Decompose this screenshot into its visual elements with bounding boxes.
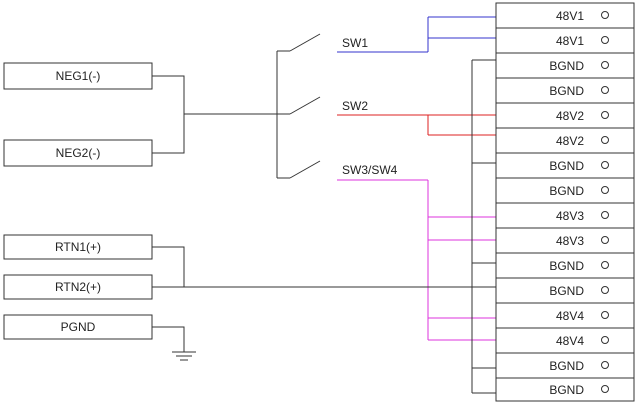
terminal-bgnd-7-label: BGND — [549, 359, 584, 373]
ground-symbol-icon — [172, 351, 196, 361]
terminal-rtn1-label: RTN1(+) — [55, 240, 101, 254]
sw1-wiring — [337, 16, 496, 53]
terminal-neg1-label: NEG1(-) — [56, 69, 101, 83]
terminal-48v4-a: 48V4 — [495, 302, 635, 329]
terminal-48v4-a-label: 48V4 — [556, 309, 584, 323]
sw1-blade — [289, 33, 321, 52]
left-terminal-block: NEG1(-) NEG2(-) RTN1(+) RTN2(+) PGND — [3, 62, 153, 340]
terminal-bgnd-3: BGND — [495, 152, 635, 179]
terminal-bgnd-4: BGND — [495, 177, 635, 204]
terminal-bgnd-3-label: BGND — [549, 159, 584, 173]
terminal-bgnd-4-label: BGND — [549, 184, 584, 198]
terminal-pin-icon — [601, 111, 609, 119]
terminal-bgnd-8-label: BGND — [549, 383, 584, 397]
terminal-rtn1: RTN1(+) — [3, 234, 153, 260]
terminal-neg1: NEG1(-) — [3, 62, 153, 90]
terminal-48v1-a-label: 48V1 — [556, 9, 584, 23]
sw2-wiring — [337, 114, 496, 136]
terminal-48v4-b: 48V4 — [495, 327, 635, 354]
terminal-48v2-a-label: 48V2 — [556, 109, 584, 123]
terminal-48v3-b: 48V3 — [495, 227, 635, 254]
terminal-pin-icon — [601, 136, 609, 144]
terminal-neg2-label: NEG2(-) — [56, 146, 101, 160]
neg-bus-wiring — [152, 50, 290, 179]
terminal-pin-icon — [601, 36, 609, 44]
terminal-48v2-b-label: 48V2 — [556, 134, 584, 148]
terminal-bgnd-5-label: BGND — [549, 259, 584, 273]
bgnd-bus-wiring — [471, 59, 496, 394]
terminal-pin-icon — [601, 11, 609, 19]
right-terminal-strip: 48V1 48V1 BGND BGND 48V2 48V2 — [495, 2, 635, 402]
terminal-pin-icon — [601, 336, 609, 344]
pgnd-wiring — [152, 326, 196, 361]
terminal-pin-icon — [601, 286, 609, 294]
terminal-48v3-a: 48V3 — [495, 202, 635, 229]
terminal-48v4-b-label: 48V4 — [556, 334, 584, 348]
terminal-pin-icon — [601, 236, 609, 244]
terminal-48v1-b: 48V1 — [495, 27, 635, 54]
terminal-48v1-b-label: 48V1 — [556, 34, 584, 48]
sw2-label: SW2 — [342, 99, 368, 113]
terminal-48v3-b-label: 48V3 — [556, 234, 584, 248]
terminal-48v3-a-label: 48V3 — [556, 209, 584, 223]
terminal-bgnd-1-label: BGND — [549, 59, 584, 73]
terminal-pin-icon — [601, 311, 609, 319]
sw2-blade — [289, 96, 321, 115]
terminal-pin-icon — [601, 86, 609, 94]
terminal-bgnd-7: BGND — [495, 352, 635, 379]
sw34-label: SW3/SW4 — [342, 163, 398, 177]
terminal-rtn2-label: RTN2(+) — [55, 280, 101, 294]
terminal-48v2-b: 48V2 — [495, 127, 635, 154]
sw1-label: SW1 — [342, 36, 368, 50]
sw34-wiring — [337, 179, 496, 341]
terminal-pgnd-label: PGND — [61, 320, 96, 334]
terminal-bgnd-5: BGND — [495, 252, 635, 279]
terminal-rtn2: RTN2(+) — [3, 274, 153, 300]
sw34-blade — [289, 160, 321, 179]
terminal-bgnd-2-label: BGND — [549, 84, 584, 98]
terminal-pin-icon — [601, 385, 609, 393]
terminal-bgnd-2: BGND — [495, 77, 635, 104]
terminal-bgnd-1: BGND — [495, 52, 635, 79]
terminal-neg2: NEG2(-) — [3, 139, 153, 167]
terminal-bgnd-6-label: BGND — [549, 284, 584, 298]
terminal-pin-icon — [601, 186, 609, 194]
switch-blades — [289, 33, 321, 179]
terminal-48v2-a: 48V2 — [495, 102, 635, 129]
terminal-pin-icon — [601, 61, 609, 69]
terminal-pin-icon — [601, 161, 609, 169]
terminal-pgnd: PGND — [3, 314, 153, 340]
terminal-pin-icon — [601, 261, 609, 269]
terminal-48v1-a: 48V1 — [495, 2, 635, 29]
terminal-bgnd-6: BGND — [495, 277, 635, 304]
terminal-pin-icon — [601, 361, 609, 369]
terminal-bgnd-8: BGND — [495, 377, 635, 402]
rtn-bus-wiring — [152, 246, 496, 288]
terminal-pin-icon — [601, 211, 609, 219]
